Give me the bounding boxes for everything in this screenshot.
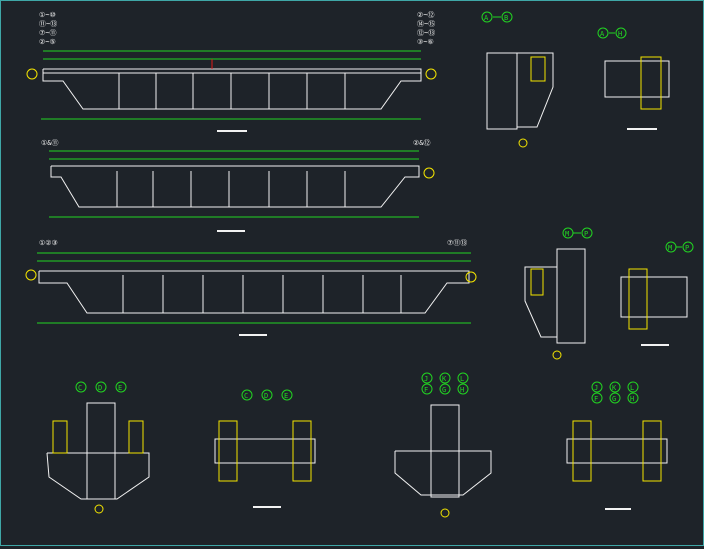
svg-text:H: H bbox=[630, 395, 634, 403]
section-c-d-e-1: C D E bbox=[46, 381, 150, 514]
svg-text:G: G bbox=[442, 386, 446, 394]
section-title: M P bbox=[665, 241, 694, 253]
section-j-k-l-1: J K L F G H bbox=[394, 372, 492, 518]
section-c-d-e-2: C D E bbox=[214, 389, 316, 508]
section-title: M P bbox=[562, 227, 593, 239]
svg-text:B: B bbox=[504, 14, 508, 22]
axis-labels-right-1: ②~⑫ ⑭~⑮ ⑫~⑬ ③~⑥ bbox=[417, 11, 435, 46]
axis-labels-left-1: ①~⑩ ⑪~⑬ ⑦~⑪ ②~⑤ bbox=[39, 11, 57, 46]
section-title: J K L F G H bbox=[421, 372, 469, 395]
axis-label: ③~⑥ bbox=[417, 38, 434, 46]
svg-text:M: M bbox=[565, 230, 569, 238]
section-title: C D E bbox=[241, 389, 293, 401]
section-title: J K L F G H bbox=[591, 381, 639, 404]
section-a-b: A B bbox=[481, 11, 554, 148]
axis-label: ①&⑪ bbox=[41, 139, 59, 147]
axis-label: ①②③ bbox=[39, 239, 58, 247]
svg-text:P: P bbox=[685, 244, 689, 252]
section-j-k-l-2: J K L F G H bbox=[566, 381, 668, 510]
section-a-h: A H bbox=[597, 27, 670, 130]
beam-elevation-3: ①②③ ⑦⑪⑬ bbox=[25, 239, 477, 336]
section-title: A H bbox=[597, 27, 627, 39]
section-title: C D E bbox=[75, 381, 127, 393]
axis-label: ②~⑤ bbox=[39, 38, 56, 46]
svg-text:G: G bbox=[612, 395, 616, 403]
axis-label: ②&⑫ bbox=[413, 139, 431, 147]
svg-text:F: F bbox=[424, 386, 428, 394]
axis-label: ⑭~⑮ bbox=[417, 20, 435, 28]
svg-text:C: C bbox=[78, 384, 82, 392]
beam-elevation-1: ①~⑩ ⑪~⑬ ⑦~⑪ ②~⑤ ②~⑫ ⑭~⑮ ⑫~⑬ ③~⑥ bbox=[26, 11, 437, 132]
beam-elevation-2: ①&⑪ ②&⑫ bbox=[41, 139, 435, 232]
axis-label: ②~⑫ bbox=[417, 11, 435, 19]
svg-text:A: A bbox=[484, 14, 489, 22]
svg-text:K: K bbox=[442, 375, 447, 383]
svg-text:E: E bbox=[118, 384, 122, 392]
axis-label: ⑦~⑪ bbox=[39, 29, 57, 37]
svg-text:H: H bbox=[460, 386, 464, 394]
section-title: A B bbox=[481, 11, 513, 23]
svg-text:J: J bbox=[594, 384, 598, 392]
svg-text:C: C bbox=[244, 392, 248, 400]
svg-text:L: L bbox=[630, 384, 634, 392]
svg-text:D: D bbox=[264, 392, 268, 400]
svg-text:K: K bbox=[612, 384, 617, 392]
svg-text:J: J bbox=[424, 375, 428, 383]
section-m-p-1: M P bbox=[524, 227, 593, 360]
axis-label: ⑪~⑬ bbox=[39, 20, 57, 28]
svg-text:H: H bbox=[618, 30, 622, 38]
svg-text:M: M bbox=[668, 244, 672, 252]
svg-text:A: A bbox=[600, 30, 605, 38]
axis-label: ⑫~⑬ bbox=[417, 29, 435, 37]
svg-text:F: F bbox=[594, 395, 598, 403]
svg-text:L: L bbox=[460, 375, 464, 383]
svg-text:P: P bbox=[584, 230, 588, 238]
svg-text:D: D bbox=[98, 384, 102, 392]
axis-label: ①~⑩ bbox=[39, 11, 56, 19]
axis-label: ⑦⑪⑬ bbox=[447, 239, 467, 247]
section-m-p-2: M P bbox=[620, 241, 694, 346]
svg-text:E: E bbox=[284, 392, 288, 400]
